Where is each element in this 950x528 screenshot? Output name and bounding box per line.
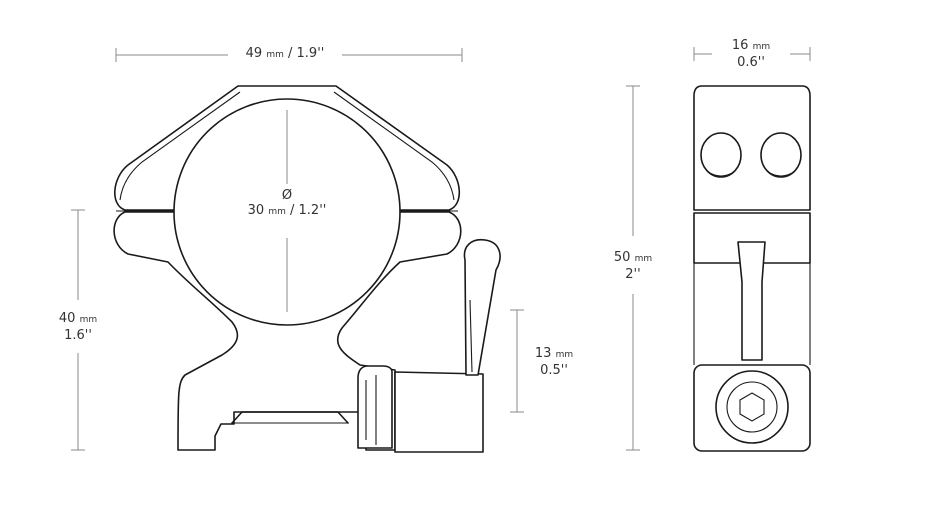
ring-depth-value: 16 [731,38,749,53]
lever-arm-edge [469,299,473,373]
lever-arm [463,238,501,376]
total-height-value: 50 [613,250,631,265]
tube-diameter-value: 30 [247,203,265,218]
label-total-height: 50 mm 2'' [603,250,663,282]
lever-height-unit: mm [555,350,574,360]
hex-socket-icon [739,392,765,422]
side-view [693,85,811,452]
side-bolt-hole-left [700,132,742,178]
side-cap [693,85,811,211]
side-lever-arm [737,241,766,361]
ring-cap-inner-edge [119,91,455,201]
tube-diameter-unit: mm [268,207,286,217]
side-lever-knob-inner [726,381,778,433]
base-height-unit: mm [79,315,98,325]
dimension-lines [71,47,811,451]
base-height-value: 40 [58,311,76,326]
ring-width-unit: mm [266,50,284,60]
label-lever-height: 13 mm 0.5'' [526,346,582,378]
quick-release-lever [394,371,484,453]
label-ring-depth: 16 mm 0.6'' [712,38,790,70]
base-height-imperial: 1.6'' [64,328,92,343]
tube-diameter-line: 30 mm / 1.2'' [227,203,347,220]
bolt-hole-shading [707,171,795,177]
total-height-imperial: 2'' [625,267,641,282]
ring-width-value: 49 [245,46,263,61]
side-bolt-hole-right [760,132,802,178]
tube-diameter-imperial: / 1.2'' [290,203,327,218]
rail-clamp-edge [365,375,377,445]
lever-height-imperial: 0.5'' [540,363,568,378]
ring-depth-imperial: 0.6'' [737,55,765,70]
front-view [113,85,501,453]
label-tube-diameter: Ø 30 mm / 1.2'' [227,188,347,220]
ring-width-imperial: / 1.9'' [288,46,325,61]
scope-tube-circle [173,98,401,326]
lever-height-value: 13 [534,346,552,361]
rail-slot [231,411,349,424]
ring-depth-unit: mm [752,42,771,52]
diameter-symbol: Ø [281,188,293,203]
label-base-height: 40 mm 1.6'' [48,311,108,343]
rail-clamp-block [357,365,393,449]
label-ring-width: 49 mm / 1.9'' [230,46,340,63]
total-height-unit: mm [634,254,653,264]
